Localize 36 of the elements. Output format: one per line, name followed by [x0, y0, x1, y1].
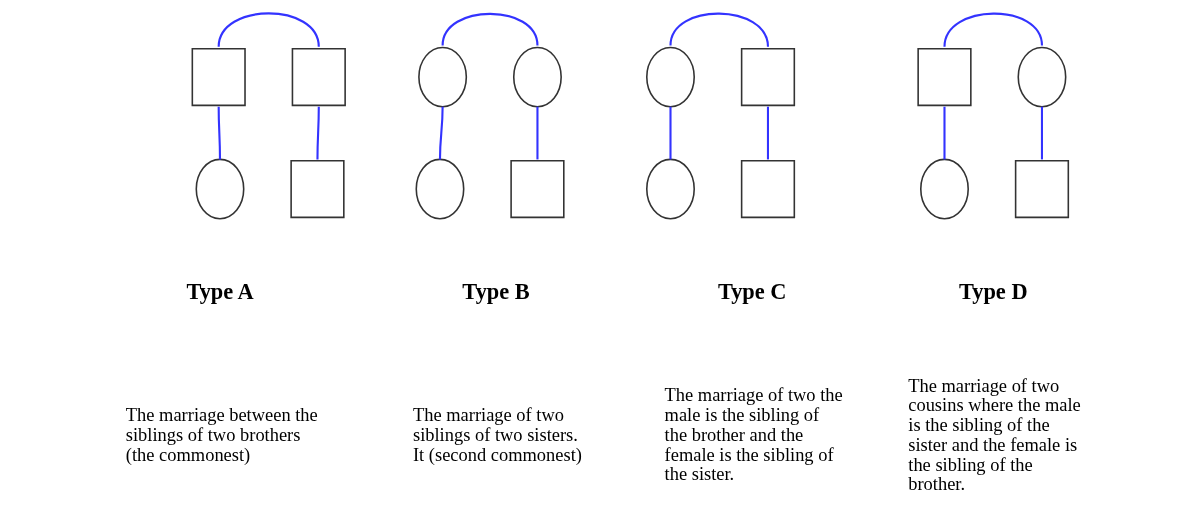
node-circle [415, 158, 465, 220]
node-box [1014, 159, 1070, 219]
node-box [510, 159, 565, 219]
label: The marriage of two siblings of two sisters. It (second commonest) [412, 405, 582, 465]
connector [669, 12, 769, 47]
node-box [740, 159, 796, 219]
node-circle [646, 46, 695, 108]
connector [217, 106, 222, 160]
node-circle [646, 158, 695, 220]
label: The marriage of two the male is the sibling of the brother and the female is the sibling of the sister. [664, 385, 843, 485]
label: The marriage of two cousins where the male is the sibling of the sister and the female is the sibling of the brother. [908, 375, 1081, 495]
node-box [290, 159, 345, 219]
label: Type B [462, 279, 530, 305]
node-circle [418, 46, 468, 108]
node-box [740, 47, 796, 107]
node-circle [512, 46, 562, 108]
connector [766, 106, 770, 160]
connector [943, 12, 1043, 47]
node-circle [920, 158, 969, 220]
node-box [291, 47, 346, 107]
connector [441, 12, 539, 46]
connector [669, 106, 672, 160]
node-box [917, 47, 972, 107]
connector [536, 106, 539, 160]
node-circle [1017, 46, 1067, 108]
node-box [191, 47, 246, 107]
label: The marriage between the siblings of two brothers (the commonest) [125, 405, 318, 465]
connector [943, 106, 946, 160]
connector [217, 12, 320, 47]
connector [316, 106, 320, 160]
label: Type D [958, 279, 1028, 305]
connector [1040, 106, 1044, 160]
connector [438, 106, 444, 160]
node-circle [195, 158, 245, 220]
label: Type A [186, 279, 254, 305]
label: Type C [717, 279, 787, 305]
